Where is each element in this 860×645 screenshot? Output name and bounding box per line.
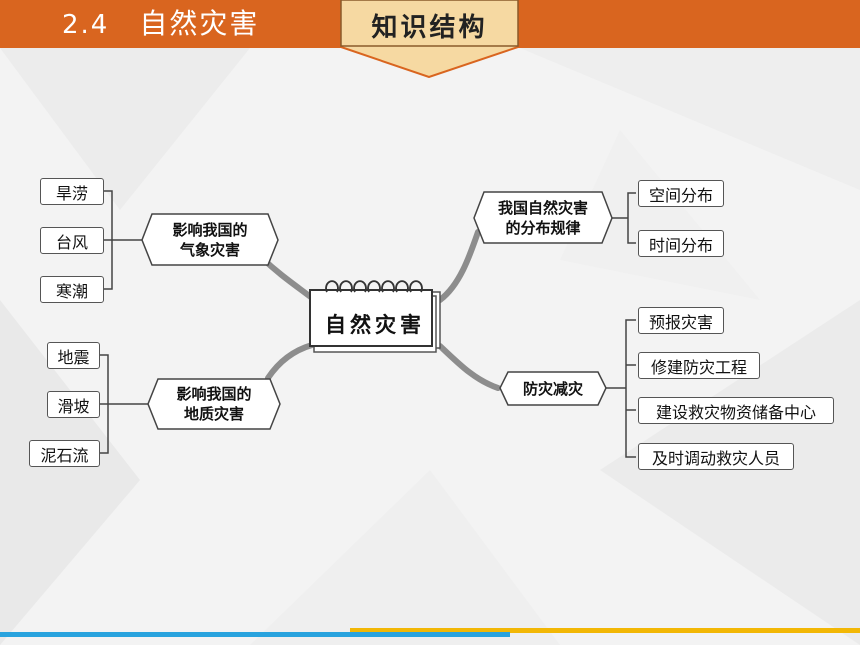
section-title: 自然灾害 <box>139 7 260 40</box>
hex-distribution <box>473 191 613 244</box>
leaf-prevention-2: 修建防灾工程 <box>638 352 760 379</box>
hex-geology-line1: 影响我国的 <box>176 385 252 403</box>
hex-prevention-label: 防灾减灾 <box>504 372 602 405</box>
section-number: 2.4 <box>62 10 110 40</box>
hex-weather <box>141 213 279 266</box>
bracket-weather <box>104 190 142 290</box>
bottom-bar-blue <box>0 632 510 637</box>
hex-prevention-line1: 防灾减灾 <box>522 379 583 398</box>
tag-label: 知识结构 <box>371 13 488 43</box>
leaf-distribution-2: 时间分布 <box>638 230 724 257</box>
page-title: 2.4 自然灾害 <box>62 4 259 44</box>
hex-distribution-line2: 的分布规律 <box>505 218 581 237</box>
hex-geology-label: 影响我国的 地质灾害 <box>156 379 272 429</box>
hex-prevention <box>499 371 607 406</box>
hex-geology-line2: 地质灾害 <box>183 405 244 423</box>
center-topic: 自然灾害 <box>325 312 425 337</box>
hex-weather-line1: 影响我国的 <box>172 220 248 239</box>
connector-distribution <box>437 229 481 303</box>
leaf-geology-2: 滑坡 <box>47 391 100 418</box>
leaf-distribution-1: 空间分布 <box>638 180 724 207</box>
leaf-prevention-3: 建设救灾物资储备中心 <box>638 397 834 424</box>
bracket-distribution <box>610 192 636 244</box>
leaf-weather-1: 旱涝 <box>40 178 104 205</box>
center-notepad <box>309 280 441 353</box>
bracket-prevention <box>606 319 636 458</box>
leaf-geology-3: 泥石流 <box>29 440 100 467</box>
leaf-weather-3: 寒潮 <box>40 276 104 303</box>
section-tag: 知识结构 <box>339 0 520 78</box>
connector-geology <box>265 342 315 381</box>
leaf-weather-2: 台风 <box>40 227 104 254</box>
connector-prevention <box>437 343 501 391</box>
bottom-bar-yellow <box>350 628 860 633</box>
hex-distribution-line1: 我国自然灾害 <box>497 198 588 217</box>
leaf-geology-1: 地震 <box>47 342 100 369</box>
bracket-geology <box>100 354 148 454</box>
hex-geology <box>147 378 281 430</box>
hex-weather-label: 影响我国的 气象灾害 <box>150 214 270 265</box>
leaf-prevention-1: 预报灾害 <box>638 307 724 334</box>
hex-weather-line2: 气象灾害 <box>179 240 240 259</box>
hex-distribution-label: 我国自然灾害 的分布规律 <box>480 192 606 243</box>
leaf-prevention-4: 及时调动救灾人员 <box>638 443 794 470</box>
